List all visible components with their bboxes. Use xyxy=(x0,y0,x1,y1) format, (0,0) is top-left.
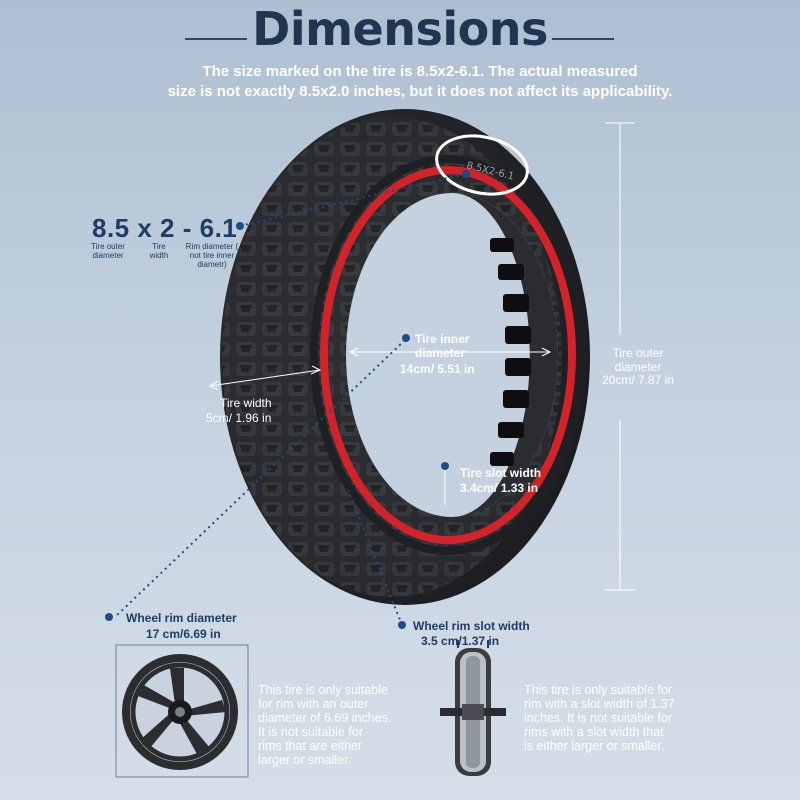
desc-line: is either larger or smaller. xyxy=(524,739,665,753)
label-outer-diameter: Tire outer diameter xyxy=(91,242,125,260)
desc-line: This tire is only suitable for xyxy=(524,683,672,697)
outer-diameter-label: Tire outer diameter xyxy=(612,346,664,374)
rim-diameter-value: 17 cm/6.69 in xyxy=(146,627,221,641)
inner-diameter-dot xyxy=(402,334,410,342)
tire-width-label: Tire width xyxy=(220,396,272,410)
label-width: Tire width xyxy=(149,242,169,260)
tire-width-value: 5cm/ 1.96 in xyxy=(206,411,272,425)
inner-diameter-label: Tire inner diameter xyxy=(415,332,470,360)
rim-diameter-description: This tire is only suitable for rim with … xyxy=(258,683,428,767)
subtitle-line-1: The size marked on the tire is 8.5x2-6.1… xyxy=(202,63,638,80)
slot-width-value: 3.4cm/ 1.33 in xyxy=(460,481,539,495)
rim-slot-dot xyxy=(398,621,406,629)
spec-dot xyxy=(236,222,244,230)
page-title: Dimensions xyxy=(252,2,548,56)
rim-slot-description: This tire is only suitable for rim with … xyxy=(524,683,744,753)
tire: 8.5X2-6.1 xyxy=(220,109,590,605)
slot-width-dot xyxy=(441,462,449,470)
inner-diameter-value: 14cm/ 5.51 in xyxy=(400,362,475,376)
marking-dot xyxy=(462,170,470,178)
desc-line: diameter of 6.69 inches. xyxy=(258,711,392,725)
title-rule-right xyxy=(552,38,614,40)
desc-line: rims that are either xyxy=(258,739,363,753)
desc-line: rim with a slot width of 1.37 xyxy=(524,697,675,711)
size-code: 8.5 x 2 - 6.1 xyxy=(92,213,238,243)
rim-side-illustration xyxy=(440,640,506,776)
subtitle-line-2: size is not exactly 8.5x2.0 inches, but … xyxy=(167,83,673,100)
rim-diameter-label: Wheel rim diameter xyxy=(126,611,237,625)
slot-width-label: Tire slot width xyxy=(460,466,542,480)
rim-front-illustration xyxy=(122,654,238,770)
desc-line: inches. It is not suitable for xyxy=(524,711,672,725)
subtitle: The size marked on the tire is 8.5x2-6.1… xyxy=(100,62,740,102)
outer-diameter-value: 20cm/ 7.87 in xyxy=(601,373,675,387)
desc-line: This tire is only suitable xyxy=(258,683,388,697)
rim-slot-label: Wheel rim slot width xyxy=(413,619,530,633)
desc-line: It is not suitable for xyxy=(258,725,363,739)
desc-line: for rim with an outer xyxy=(258,697,369,711)
rim-diameter-panel xyxy=(115,644,249,778)
desc-line: larger or smaller. xyxy=(258,753,352,767)
rim-diameter-dot xyxy=(105,613,113,621)
desc-line: rims with a slot width that xyxy=(524,725,664,739)
label-rim-diameter: Rim diameter ( not tire inner diametr) xyxy=(185,242,239,269)
title-rule-left xyxy=(185,38,247,40)
rim-slot-value: 3.5 cm/1.37 in xyxy=(421,634,500,648)
